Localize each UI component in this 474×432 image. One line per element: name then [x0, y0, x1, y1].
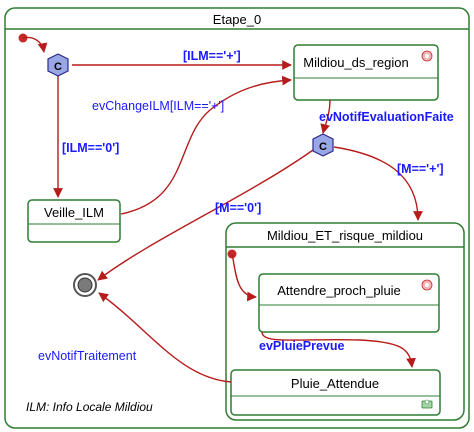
- transition-label-ev-pluie-prevue: evPluiePrevue: [259, 339, 345, 353]
- transition-veille-to-mildiou-ds-region[interactable]: [120, 75, 292, 215]
- transition-c2-to-final[interactable]: [97, 149, 314, 281]
- transition-mildiou-region-to-c2[interactable]: [320, 99, 331, 134]
- final-state[interactable]: [73, 273, 97, 297]
- state-etape-0-label: Etape_0: [213, 12, 261, 27]
- transition-c2-to-risque[interactable]: [333, 146, 423, 221]
- transition-label-m-zero: [M=='0']: [215, 201, 261, 215]
- transition-label-ev-notif-traitement: evNotifTraitement: [38, 349, 137, 363]
- choice-node-2[interactable]: C: [312, 133, 334, 157]
- state-mildiou-ds-region-label: Mildiou_ds_region: [303, 55, 409, 70]
- transition-label-ev-change-ilm: evChangeILM[ILM=='+']: [92, 99, 224, 113]
- state-decoration-icon: [421, 279, 433, 291]
- transition-attendre-to-pluie[interactable]: [261, 331, 416, 368]
- state-veille-ilm[interactable]: Veille_ILM: [27, 199, 121, 243]
- transition-initial-to-attendre[interactable]: [231, 253, 257, 302]
- state-veille-ilm-label: Veille_ILM: [44, 205, 104, 220]
- transition-pluie-to-final[interactable]: [98, 292, 232, 383]
- transition-initial-to-c1[interactable]: [22, 36, 48, 53]
- state-pluie-attendue[interactable]: Pluie_Attendue: [230, 369, 441, 416]
- state-mildiou-ds-region[interactable]: Mildiou_ds_region: [293, 44, 439, 101]
- transition-label-ilm-zero: [ILM=='0']: [62, 141, 119, 155]
- choice-node-1-label: C: [54, 61, 62, 73]
- transition-label-ilm-plus: [ILM=='+']: [183, 49, 241, 63]
- state-attendre-proch-pluie[interactable]: Attendre_proch_pluie: [258, 273, 440, 333]
- transition-label-m-plus: [M=='+']: [397, 162, 444, 176]
- choice-node-1[interactable]: C: [47, 53, 69, 77]
- state-pluie-attendue-label: Pluie_Attendue: [291, 376, 379, 391]
- choice-node-2-label: C: [319, 141, 327, 153]
- state-decoration-icon: [421, 399, 433, 409]
- diagram-note: ILM: Info Locale Mildiou: [26, 400, 153, 414]
- state-mildiou-et-risque-label: Mildiou_ET_risque_mildiou: [267, 228, 423, 243]
- state-decoration-icon: [421, 50, 433, 62]
- transition-label-ev-notif-evaluation: evNotifEvaluationFaite: [319, 110, 454, 124]
- state-attendre-proch-pluie-label: Attendre_proch_pluie: [277, 283, 401, 298]
